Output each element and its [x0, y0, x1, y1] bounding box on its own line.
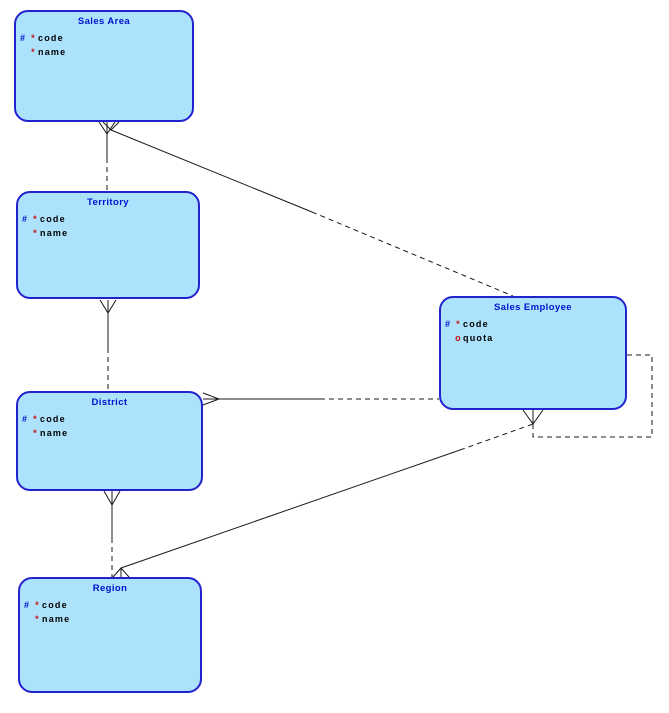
required-symbol: *: [35, 600, 40, 610]
rel-salesemployee-salesarea-line[interactable]: [102, 121, 514, 297]
attribute-name: name: [40, 228, 69, 238]
required-symbol: *: [33, 214, 38, 224]
entity-region[interactable]: Region # * code * name: [18, 577, 202, 693]
crows-foot-district-right: [202, 392, 221, 406]
attribute-name: code: [463, 319, 489, 329]
attribute-row[interactable]: # * code: [18, 412, 201, 426]
rel-salesemployee-region-line[interactable]: [112, 409, 544, 578]
required-symbol: *: [31, 47, 36, 57]
attribute-name: quota: [463, 333, 494, 343]
pk-hash-symbol: #: [24, 600, 31, 610]
pk-hash-symbol: #: [445, 319, 452, 329]
entity-sales-employee[interactable]: Sales Employee # * code o quota: [439, 296, 627, 410]
attribute-row[interactable]: o quota: [441, 331, 625, 345]
attribute-name: code: [38, 33, 64, 43]
attribute-name: name: [38, 47, 67, 57]
attribute-name: code: [42, 600, 68, 610]
entity-title: Region: [92, 583, 128, 594]
crows-foot-territory-bottom: [99, 299, 117, 314]
rel-territory-salesarea-line[interactable]: [98, 121, 116, 191]
entity-district[interactable]: District # * code * name: [16, 391, 203, 491]
entity-title: District: [91, 397, 128, 408]
optional-symbol: o: [455, 333, 462, 343]
entity-territory[interactable]: Territory # * code * name: [16, 191, 200, 299]
required-symbol: *: [35, 614, 40, 624]
rel-district-territory-line[interactable]: [99, 299, 117, 391]
attribute-row[interactable]: # * code: [18, 212, 198, 226]
entity-sales-area[interactable]: Sales Area # * code * name: [14, 10, 194, 122]
pk-hash-symbol: #: [22, 414, 29, 424]
required-symbol: *: [31, 33, 36, 43]
attribute-name: name: [42, 614, 71, 624]
attribute-row[interactable]: # * code: [16, 31, 192, 45]
required-symbol: *: [456, 319, 461, 329]
crows-foot-region-top: [112, 567, 130, 578]
entity-title: Sales Employee: [494, 302, 572, 313]
required-symbol: *: [33, 414, 38, 424]
rel-salesemployee-district-line[interactable]: [202, 392, 439, 406]
pk-hash-symbol: #: [20, 33, 27, 43]
attribute-name: code: [40, 214, 66, 224]
required-symbol: *: [33, 428, 38, 438]
attribute-row[interactable]: * name: [20, 612, 200, 626]
attribute-row[interactable]: * name: [18, 426, 201, 440]
rel-region-district-line[interactable]: [103, 490, 121, 577]
entity-title: Sales Area: [77, 16, 131, 27]
attribute-name: name: [40, 428, 69, 438]
entity-title: Territory: [87, 197, 129, 208]
pk-hash-symbol: #: [22, 214, 29, 224]
attribute-row[interactable]: * name: [16, 45, 192, 59]
required-symbol: *: [33, 228, 38, 238]
attribute-row[interactable]: # * code: [20, 598, 200, 612]
crows-foot-salesemployee-bottom: [522, 409, 544, 425]
attribute-row[interactable]: # * code: [441, 317, 625, 331]
attribute-name: code: [40, 414, 66, 424]
crows-foot-district-bottom: [103, 490, 121, 507]
attribute-row[interactable]: * name: [18, 226, 198, 240]
